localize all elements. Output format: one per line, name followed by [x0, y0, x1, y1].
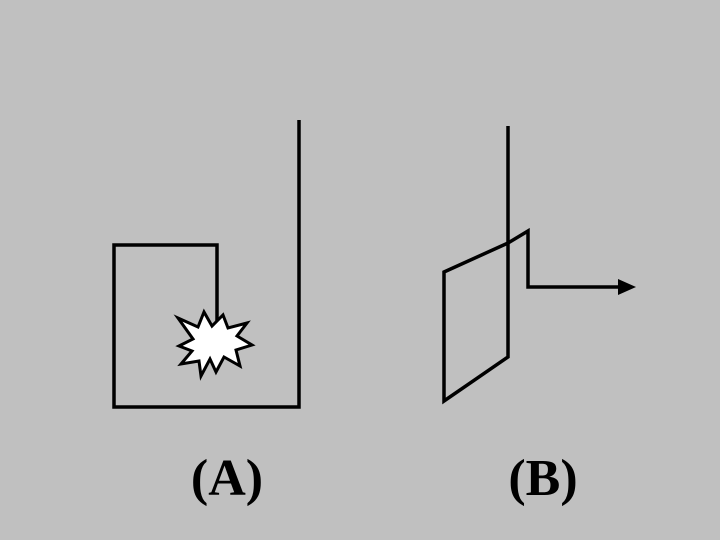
panel-a: (A) [112, 120, 301, 507]
panel-b-plane [442, 240, 510, 405]
panel-b-label: (B) [508, 450, 577, 507]
panel-b-wire-path [507, 227, 620, 289]
panel-b: (B) [442, 126, 636, 507]
arrowhead-icon [618, 279, 636, 295]
panel-a-label: (A) [191, 450, 263, 507]
explosion-icon [173, 308, 256, 381]
panel-a-wire-path [112, 120, 301, 409]
